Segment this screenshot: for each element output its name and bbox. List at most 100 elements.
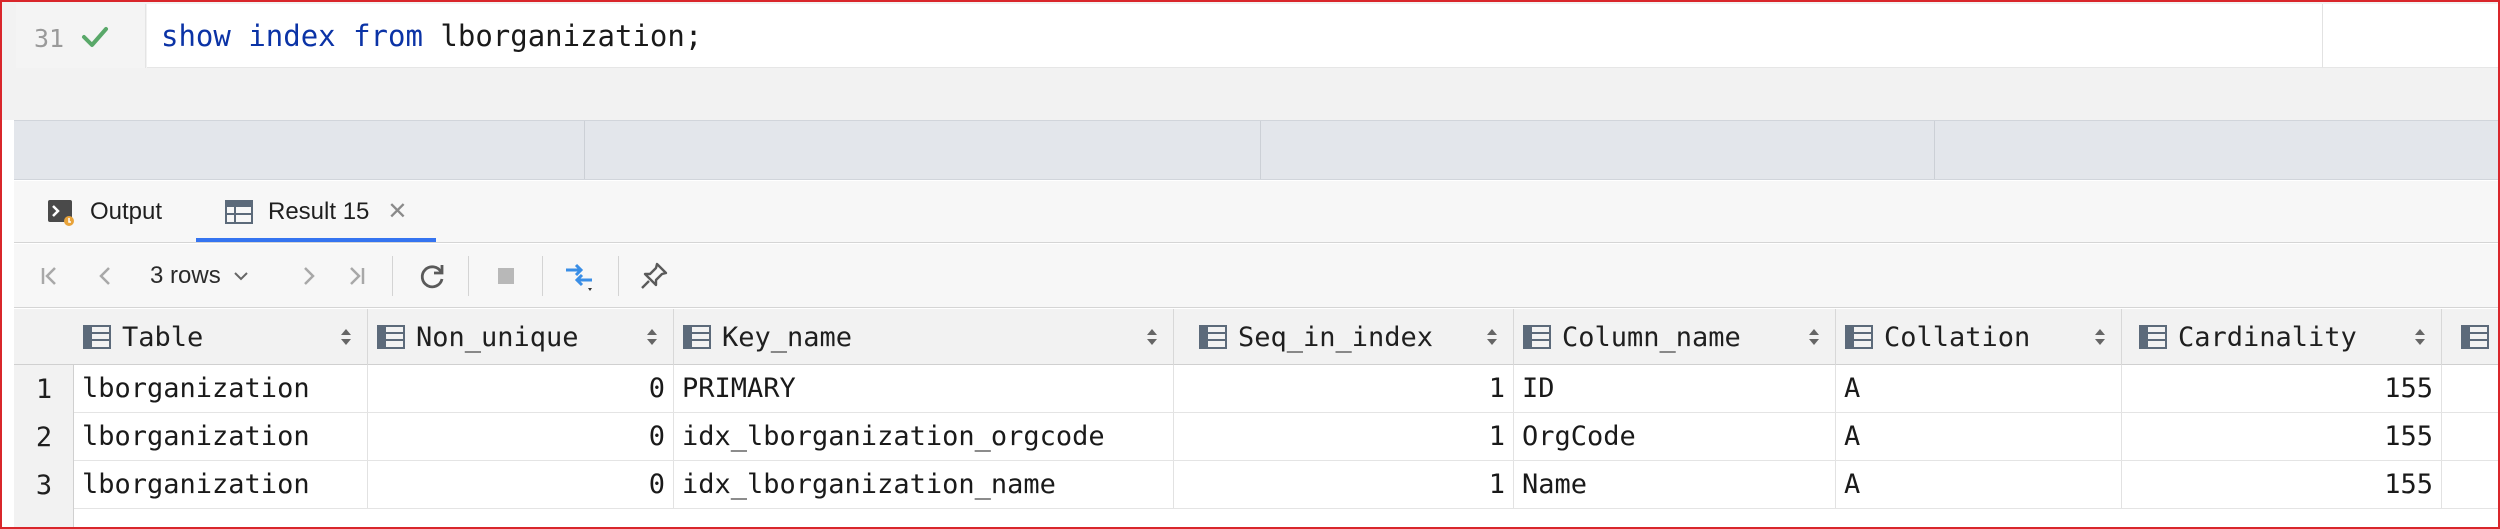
tab-output-label: Output — [90, 197, 163, 225]
sort-icon[interactable] — [1807, 326, 1821, 348]
row-number[interactable]: 3 — [35, 469, 53, 501]
cell-collation[interactable]: A — [1836, 461, 2122, 508]
chevron-down-icon — [233, 272, 248, 281]
sort-icon[interactable] — [1485, 326, 1499, 348]
column-header-cardinality[interactable]: Cardinality — [2122, 309, 2442, 365]
column-header-label: Non_unique — [416, 321, 579, 353]
next-page-button[interactable] — [286, 254, 330, 298]
last-page-button[interactable] — [334, 254, 378, 298]
column-icon — [2461, 325, 2489, 349]
band-divider — [1260, 121, 1261, 179]
tab-result-label: Result 15 — [268, 197, 370, 225]
toolbar-divider — [618, 256, 619, 296]
toolbar-divider — [392, 256, 393, 296]
table-row[interactable]: lborganization 0 PRIMARY 1 ID A 155 — [74, 365, 2498, 413]
sort-icon[interactable] — [1145, 326, 1159, 348]
column-header-seq-in-index[interactable]: Seq_in_index — [1174, 309, 1514, 365]
toolbar-divider — [542, 256, 543, 296]
column-icon — [2139, 325, 2167, 349]
tab-output[interactable]: Output — [46, 181, 162, 242]
row-number[interactable]: 1 — [35, 373, 53, 405]
row-number[interactable]: 2 — [35, 421, 53, 453]
row-number-gutter: 1 2 3 — [14, 365, 74, 527]
cell-collation[interactable]: A — [1836, 365, 2122, 412]
editor-gutter: 31 — [16, 4, 146, 68]
column-header-label: Table — [122, 321, 204, 353]
check-icon — [82, 27, 108, 47]
band-divider — [584, 121, 585, 179]
results-tab-bar: Output Result 15 ✕ — [14, 181, 2498, 243]
console-icon — [48, 199, 74, 226]
result-toolbar: 3 rows — [14, 244, 2498, 308]
column-icon — [1199, 325, 1227, 349]
cell-key-name[interactable]: idx_lborganization_orgcode — [674, 413, 1174, 460]
first-page-button[interactable] — [28, 254, 72, 298]
splitter-band[interactable] — [14, 120, 2498, 180]
cell-cardinality[interactable]: 155 — [2122, 365, 2442, 412]
cell-non-unique[interactable]: 0 — [368, 413, 674, 460]
page-size-select[interactable]: 3 rows — [150, 256, 251, 296]
last-page-icon — [350, 267, 365, 285]
cell-table[interactable]: lborganization — [74, 413, 368, 460]
first-page-icon — [41, 267, 56, 285]
chevron-right-icon — [304, 267, 315, 285]
compare-arrows-icon — [566, 263, 592, 291]
refresh-icon — [420, 265, 444, 289]
column-icon — [1523, 325, 1551, 349]
refresh-button[interactable] — [410, 254, 454, 298]
cell-non-unique[interactable]: 0 — [368, 365, 674, 412]
line-number: 31 — [34, 24, 65, 53]
cell-key-name[interactable]: PRIMARY — [674, 365, 1174, 412]
stop-button[interactable] — [484, 254, 528, 298]
rows-count-label: 3 rows — [150, 262, 221, 289]
sort-icon[interactable] — [2413, 326, 2427, 348]
tab-result[interactable]: Result 15 ✕ — [224, 181, 408, 242]
cell-cardinality[interactable]: 155 — [2122, 461, 2442, 508]
column-header-label: Collation — [1884, 321, 2031, 353]
column-icon — [83, 325, 111, 349]
result-grid: Table Non_unique Key_name Seq_in_index C… — [14, 309, 2498, 527]
compare-button[interactable] — [558, 254, 602, 298]
column-header-label: Key_name — [722, 321, 853, 353]
cell-column-name[interactable]: ID — [1514, 365, 1836, 412]
toolbar-divider — [468, 256, 469, 296]
cell-seq-in-index[interactable]: 1 — [1174, 461, 1514, 508]
editor-right-margin — [2322, 4, 2498, 68]
cell-seq-in-index[interactable]: 1 — [1174, 365, 1514, 412]
band-divider — [1934, 121, 1935, 179]
cell-collation[interactable]: A — [1836, 413, 2122, 460]
pin-icon — [641, 262, 668, 289]
sort-icon[interactable] — [645, 326, 659, 348]
column-header-key-name[interactable]: Key_name — [674, 309, 1174, 365]
chevron-left-icon — [99, 267, 110, 285]
cell-table[interactable]: lborganization — [74, 365, 368, 412]
column-header-table[interactable]: Table — [74, 309, 368, 365]
stop-icon — [498, 268, 514, 284]
cell-column-name[interactable]: OrgCode — [1514, 413, 1836, 460]
column-header-non-unique[interactable]: Non_unique — [368, 309, 674, 365]
keyword-from: from — [353, 19, 423, 53]
sort-icon[interactable] — [2093, 326, 2107, 348]
sql-statement[interactable]: show index from lborganization; — [161, 19, 702, 53]
table-row[interactable]: lborganization 0 idx_lborganization_orgc… — [74, 413, 2498, 461]
column-header-overflow[interactable] — [2442, 309, 2498, 365]
cell-non-unique[interactable]: 0 — [368, 461, 674, 508]
table-row[interactable]: lborganization 0 idx_lborganization_name… — [74, 461, 2498, 509]
previous-page-button[interactable] — [84, 254, 128, 298]
grid-header-row: Table Non_unique Key_name Seq_in_index C… — [14, 309, 2498, 365]
active-tab-indicator — [196, 238, 436, 242]
pin-tab-button[interactable] — [632, 254, 676, 298]
column-header-column-name[interactable]: Column_name — [1514, 309, 1836, 365]
cell-key-name[interactable]: idx_lborganization_name — [674, 461, 1174, 508]
close-icon[interactable]: ✕ — [387, 198, 408, 225]
cell-cardinality[interactable]: 155 — [2122, 413, 2442, 460]
cell-seq-in-index[interactable]: 1 — [1174, 413, 1514, 460]
cell-column-name[interactable]: Name — [1514, 461, 1836, 508]
sql-editor: 31 show index from lborganization; — [2, 2, 2498, 120]
column-header-label: Cardinality — [2178, 321, 2357, 353]
cell-table[interactable]: lborganization — [74, 461, 368, 508]
sort-icon[interactable] — [339, 326, 353, 348]
code-line[interactable]: show index from lborganization; — [147, 4, 2322, 68]
column-header-collation[interactable]: Collation — [1836, 309, 2122, 365]
column-icon — [1845, 325, 1873, 349]
